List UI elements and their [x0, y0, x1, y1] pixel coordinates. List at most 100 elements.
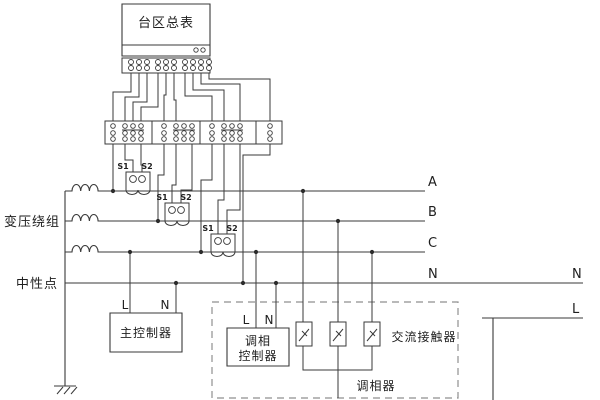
contactor-lower-leads	[302, 346, 373, 398]
neutral-label-right: N	[572, 267, 582, 282]
terminal-circle	[144, 59, 150, 65]
live-line	[482, 317, 583, 400]
terminal-circle	[138, 130, 144, 136]
terminal-circle	[129, 175, 137, 183]
terminal-circle	[171, 59, 177, 65]
terminal-circle	[206, 65, 212, 71]
ac-contactor: 交流接触器 调相器	[295, 191, 456, 398]
junction-dot	[335, 218, 341, 224]
neutral-label-mid: N	[428, 267, 438, 282]
terminal-circle	[229, 130, 235, 136]
ct-phase-c: S1 S2	[202, 224, 238, 257]
meter-outline	[121, 3, 211, 57]
terminal-circle	[138, 123, 144, 129]
terminal-circle	[267, 123, 273, 129]
terminal-circle	[161, 136, 167, 142]
terminal-circle	[161, 123, 167, 129]
terminal-circle	[177, 206, 185, 214]
ground-symbol	[54, 385, 78, 395]
terminal-circle	[221, 123, 227, 129]
terminal-circle	[136, 59, 142, 65]
terminal-circle	[163, 65, 169, 71]
terminal-circle	[122, 123, 128, 129]
junction-dot	[273, 280, 279, 286]
main-controller-n-label: N	[161, 298, 170, 312]
meter-terminal-circles	[128, 59, 212, 71]
terminal-circle	[267, 136, 273, 142]
terminal-circle	[221, 136, 227, 142]
ct-a-s2-label: S2	[141, 162, 152, 171]
terminal-circle	[200, 47, 206, 53]
ct-a-body	[125, 171, 151, 195]
live-feed	[482, 317, 583, 400]
terminal-circle	[163, 59, 169, 65]
meter-terminal-strip	[121, 57, 212, 74]
terminal-circle	[128, 65, 134, 71]
junction-dot	[369, 249, 375, 255]
contactor-contact-symbols	[298, 328, 378, 342]
ct-b-s2-label: S2	[180, 193, 191, 202]
phase-controller-l-label: L	[243, 313, 250, 327]
phase-modulator-label: 调相器	[356, 379, 395, 393]
ct-c-body	[210, 233, 236, 257]
terminal-circle	[130, 130, 136, 136]
ct-b-body	[164, 202, 190, 226]
terminal-circle	[138, 136, 144, 142]
ct-c-s2-label: S2	[226, 224, 237, 233]
terminal-circle	[122, 130, 128, 136]
meter-to-block-wires	[112, 73, 271, 121]
terminal-circle	[189, 123, 195, 129]
ct-phase-b: S1 S2	[156, 193, 192, 226]
phase-b-line	[65, 213, 425, 222]
test-block-dividers	[151, 121, 257, 144]
terminal-circle	[229, 136, 235, 142]
district-meter: 台区总表	[121, 3, 211, 57]
main-controller: L N 主控制器	[109, 252, 183, 353]
phase-modulator-enclosure	[211, 301, 459, 399]
block-to-ct-wires	[112, 144, 271, 283]
test-block-outline	[104, 120, 283, 145]
terminal-circle	[209, 136, 215, 142]
terminal-strip-outline	[121, 57, 211, 74]
test-block-circles	[110, 123, 273, 142]
terminal-circle	[110, 130, 116, 136]
terminal-circle	[267, 130, 273, 136]
junction-dot	[173, 280, 179, 286]
junction-dot	[127, 249, 133, 255]
terminal-circle	[130, 136, 136, 142]
terminal-circle	[122, 136, 128, 142]
main-controller-leads	[129, 252, 177, 313]
terminal-circle	[182, 59, 188, 65]
terminal-circle	[168, 206, 176, 214]
terminal-circle	[173, 136, 179, 142]
terminal-circle	[198, 59, 204, 65]
phase-b-label: B	[428, 205, 437, 220]
terminal-circle	[138, 175, 146, 183]
phase-controller-box	[226, 327, 290, 367]
junction-dot	[240, 280, 246, 286]
terminal-circle	[110, 136, 116, 142]
dashed-box	[211, 301, 459, 399]
junction-dots	[110, 188, 375, 286]
junction-dot	[110, 188, 116, 194]
junction-dot	[155, 218, 161, 224]
live-label-right: L	[572, 302, 580, 317]
junction-dot	[300, 188, 306, 194]
terminal-circle	[221, 130, 227, 136]
contactor-pole-boxes	[295, 321, 381, 347]
terminal-circle	[237, 130, 243, 136]
terminal-circle	[173, 123, 179, 129]
neutral-point-label: 中性点	[16, 277, 58, 292]
terminal-circle	[209, 123, 215, 129]
phase-controller-n-label: N	[265, 313, 274, 327]
ct-b-s1-label: S1	[156, 193, 168, 202]
phase-controller-label-2: 控制器	[238, 349, 277, 363]
terminal-circle	[190, 65, 196, 71]
terminal-circle	[206, 59, 212, 65]
ct-c-s1-label: S1	[202, 224, 214, 233]
terminal-circle	[223, 237, 231, 245]
ct-a-s1-label: S1	[117, 162, 129, 171]
contactor-label: 交流接触器	[391, 329, 456, 344]
